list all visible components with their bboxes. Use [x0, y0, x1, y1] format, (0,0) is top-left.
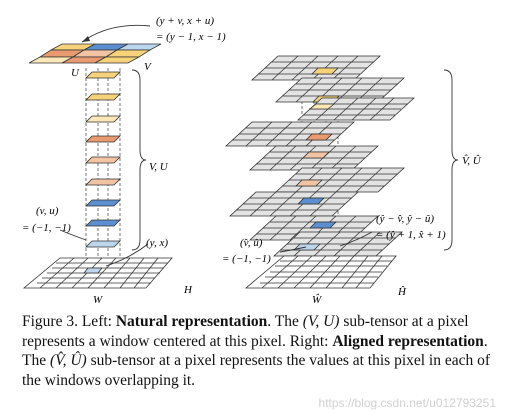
u-label: U: [71, 67, 80, 79]
top-formula-line2: = (y − 1, x − 1): [156, 31, 226, 43]
left-wh-plane: [22, 257, 173, 289]
right-vu-hat-brace: [443, 69, 459, 251]
caption-label: Figure 3. Left:: [22, 313, 112, 330]
right-plane-7: [228, 191, 360, 217]
right-text-labels: V̂, Û (ŷ − v̂, ŷ − û) = (ŷ + 1, x̂ + 1) …: [222, 154, 482, 306]
right-plane-5: [248, 145, 380, 171]
left-natural-representation: [22, 24, 173, 289]
h-label: H: [183, 284, 193, 296]
right-plane-3: [296, 97, 416, 121]
right-plane-1: [250, 55, 382, 81]
top-formula-line1: (y + v, x + u): [156, 15, 214, 27]
figure-3-illustration: (y + v, x + u) = (y − 1, x − 1) U V V, U…: [22, 15, 482, 306]
left-top-uv-plane: [28, 43, 162, 64]
offset-line1: (v, u): [36, 205, 59, 217]
watermark: https://blog.csdn.net/u012793251: [318, 396, 496, 410]
yx-label: (y, x): [146, 237, 168, 249]
right-wh-hat-plane: [244, 255, 397, 289]
left-vu-brace: [131, 69, 147, 251]
caption-text2: sub-tensor at a pixel represents a windo…: [22, 313, 469, 350]
caption-math-vu-hat: (V̂, Û): [49, 352, 87, 369]
caption-math-vu: (V, U): [302, 313, 340, 330]
caption-text1: . The: [267, 313, 299, 330]
vu-label: V, U: [149, 161, 169, 173]
right-aligned-representation: [224, 55, 459, 289]
hat-formula-line1: (ŷ − v̂, ŷ − û): [376, 213, 434, 225]
left-text-labels: (y + v, x + u) = (y − 1, x − 1) U V V, U…: [22, 15, 226, 306]
w-label: W: [93, 294, 103, 306]
caption-bold-aligned: Aligned representation: [332, 332, 484, 350]
hat-formula-line2: = (ŷ + 1, x̂ + 1): [376, 229, 446, 241]
right-plane-6: [274, 167, 406, 193]
w-hat-label: Ŵ: [312, 293, 322, 306]
v-label: V: [144, 61, 152, 73]
vu-hat-label: V̂, Û: [462, 154, 482, 167]
offset-arrow: [59, 229, 87, 241]
right-plane-4: [224, 121, 356, 147]
hat-formula-arrow: [339, 231, 373, 247]
hat-offset-line1: (v̂, û): [240, 237, 263, 249]
left-channel-stack: [85, 71, 121, 248]
right-plane-2: [274, 77, 406, 103]
hat-offset-arrow: [279, 246, 307, 253]
caption-bold-natural: Natural representation: [115, 313, 268, 330]
yx-arrow: [105, 243, 149, 267]
h-hat-label: Ĥ: [397, 286, 407, 298]
caption-text3: . The: [22, 332, 488, 370]
top-arrowhead: [82, 36, 90, 42]
figure-caption: Figure 3. Left: Natural representation. …: [22, 312, 496, 390]
right-plane-9: [272, 231, 404, 257]
hat-offset-line2: = (−1, −1): [222, 253, 271, 265]
top-arrow: [81, 24, 151, 43]
caption-text4: sub-tensor at a pixel represents the val…: [22, 352, 491, 389]
offset-line2: = (−1, −1): [22, 222, 71, 234]
